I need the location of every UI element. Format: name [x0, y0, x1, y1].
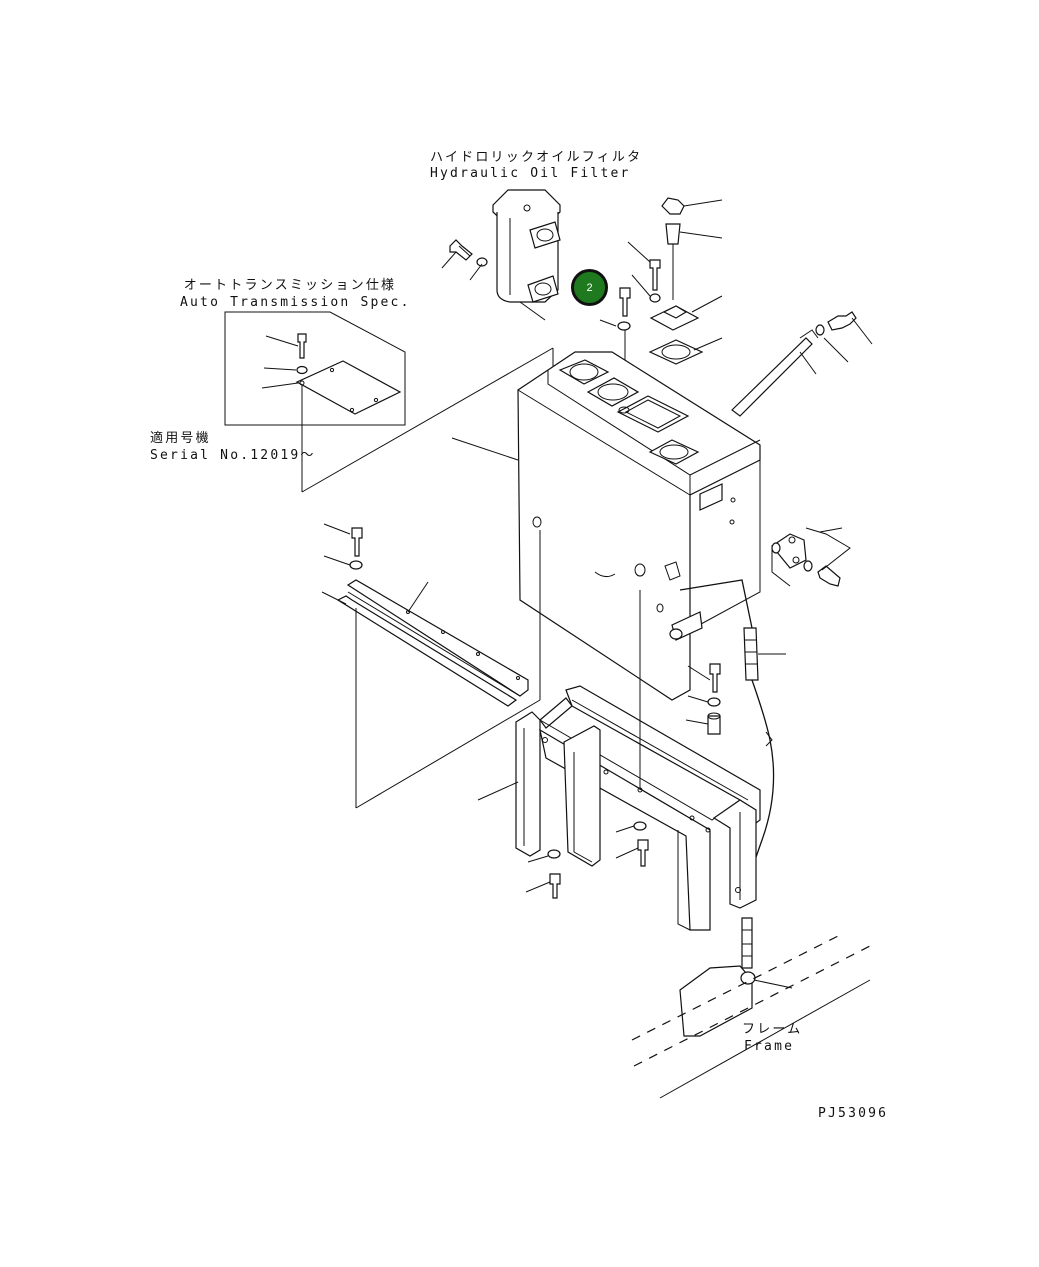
part-callout-number: 2 [586, 281, 593, 294]
frame-connection [631, 917, 871, 1099]
serial-applicable-label-jp: 適用号機 [150, 431, 211, 446]
auto-transmission-label-jp: オートトランスミッション仕様 [183, 278, 397, 293]
auto-transmission-label-en: Auto Transmission Spec. [180, 295, 411, 310]
tank-strap-bracket [731, 311, 873, 417]
hydraulic-oil-filter [492, 189, 561, 321]
stand-bolts [525, 663, 721, 899]
hose-clamp-assembly [771, 527, 851, 587]
hydraulic-tank [451, 351, 761, 701]
serial-number-label: Serial No.12019～ [150, 448, 316, 463]
left-support-plates [321, 523, 541, 809]
drain-hose [679, 579, 786, 881]
frame-label-jp: フレーム [742, 1022, 803, 1037]
hydraulic-oil-filter-label-jp: ハイドロリックオイルフィルタ [430, 150, 643, 165]
tank-stand-frame [477, 590, 761, 931]
frame-label-en: Frame [744, 1039, 795, 1054]
part-callout-2[interactable]: 2 [571, 269, 608, 306]
filter-side-bolt [441, 239, 488, 281]
hydraulic-oil-filter-label-en: Hydraulic Oil Filter [430, 166, 631, 181]
auto-transmission-spec-detail [224, 311, 554, 493]
top-right-fittings [627, 197, 723, 365]
drawing-number: PJ53096 [818, 1106, 889, 1121]
